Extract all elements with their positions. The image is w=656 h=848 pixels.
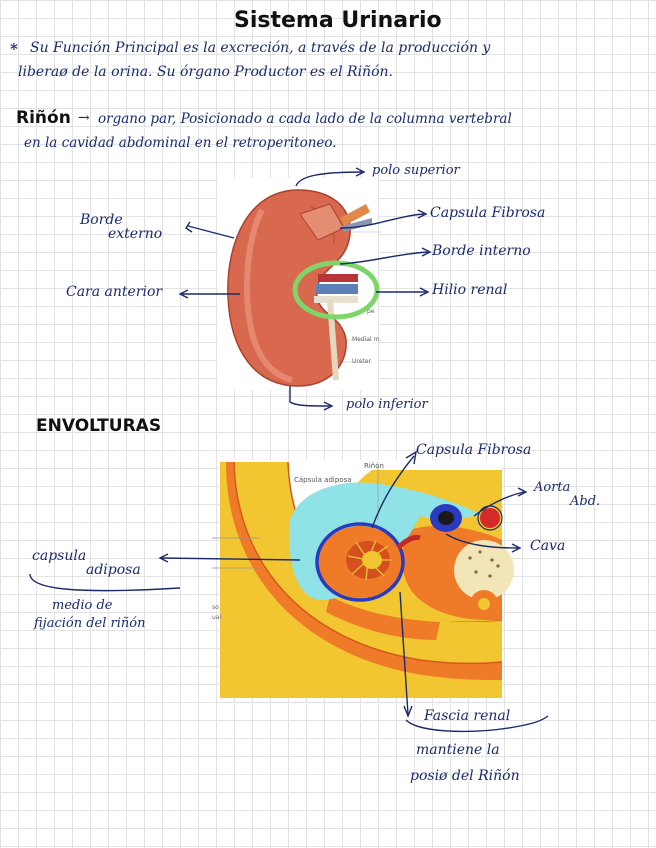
label-borde-externo-2: externo xyxy=(108,226,163,242)
figure2-label-rinon: Riñón xyxy=(364,462,384,470)
label-polo-superior: polo superior xyxy=(372,163,460,178)
label-medio-2: fijación del riñón xyxy=(34,616,146,631)
label-fascia-renal: Fascia renal xyxy=(424,708,511,724)
rinon-line-2: en la cavidad abdominal en el retroperit… xyxy=(24,135,337,151)
label-aorta-2: Abd. xyxy=(570,494,601,509)
page-title: Sistema Urinario xyxy=(234,8,442,33)
figure2-label-so: so xyxy=(212,604,219,611)
intro-line-1: Su Función Principal es la excreción, a … xyxy=(30,40,491,56)
label-aorta-1: Aorta xyxy=(534,480,571,495)
intro-line-2: liberaø de la orina. Su órgano Productor… xyxy=(18,64,393,80)
figure2-label-ual: ual xyxy=(212,614,222,621)
cross-section-figure xyxy=(212,460,514,698)
label-capsula-fibrosa-2: Capsula Fibrosa xyxy=(416,442,532,458)
label-borde-interno: Borde interno xyxy=(432,243,531,259)
envolturas-heading: ENVOLTURAS xyxy=(36,416,162,436)
rinon-line-1: organo par, Posicionado a cada lado de l… xyxy=(98,111,512,127)
label-mantiene-2: posiø del Riñón xyxy=(410,768,520,784)
label-polo-inferior: polo inferior xyxy=(346,397,428,412)
label-hilio-renal: Hilio renal xyxy=(432,282,508,298)
figure2-label-capsula-adiposa: Cápsula adiposa xyxy=(294,476,352,484)
label-capsula-fibrosa-1: Capsula Fibrosa xyxy=(430,205,546,221)
label-capsula-adiposa-1: capsula xyxy=(32,548,87,564)
figure1-label-ureter: Ureter xyxy=(352,358,371,365)
label-cara-anterior: Cara anterior xyxy=(66,284,163,300)
intro-bullet: * xyxy=(10,40,18,58)
label-cava: Cava xyxy=(530,538,566,554)
figure1-label-medial: Medial m. xyxy=(352,336,382,343)
hilum-highlight xyxy=(292,260,380,320)
label-mantiene-1: mantiene la xyxy=(416,742,500,758)
label-borde-externo-1: Borde xyxy=(80,212,123,228)
label-medio-1: medio de xyxy=(52,598,113,613)
label-capsula-adiposa-2: adiposa xyxy=(86,562,141,578)
figure1-label-pe: pe xyxy=(367,308,375,315)
rinon-arrow: → xyxy=(78,110,90,126)
rinon-term: Riñón xyxy=(16,108,71,128)
kidney-figure xyxy=(218,178,382,390)
